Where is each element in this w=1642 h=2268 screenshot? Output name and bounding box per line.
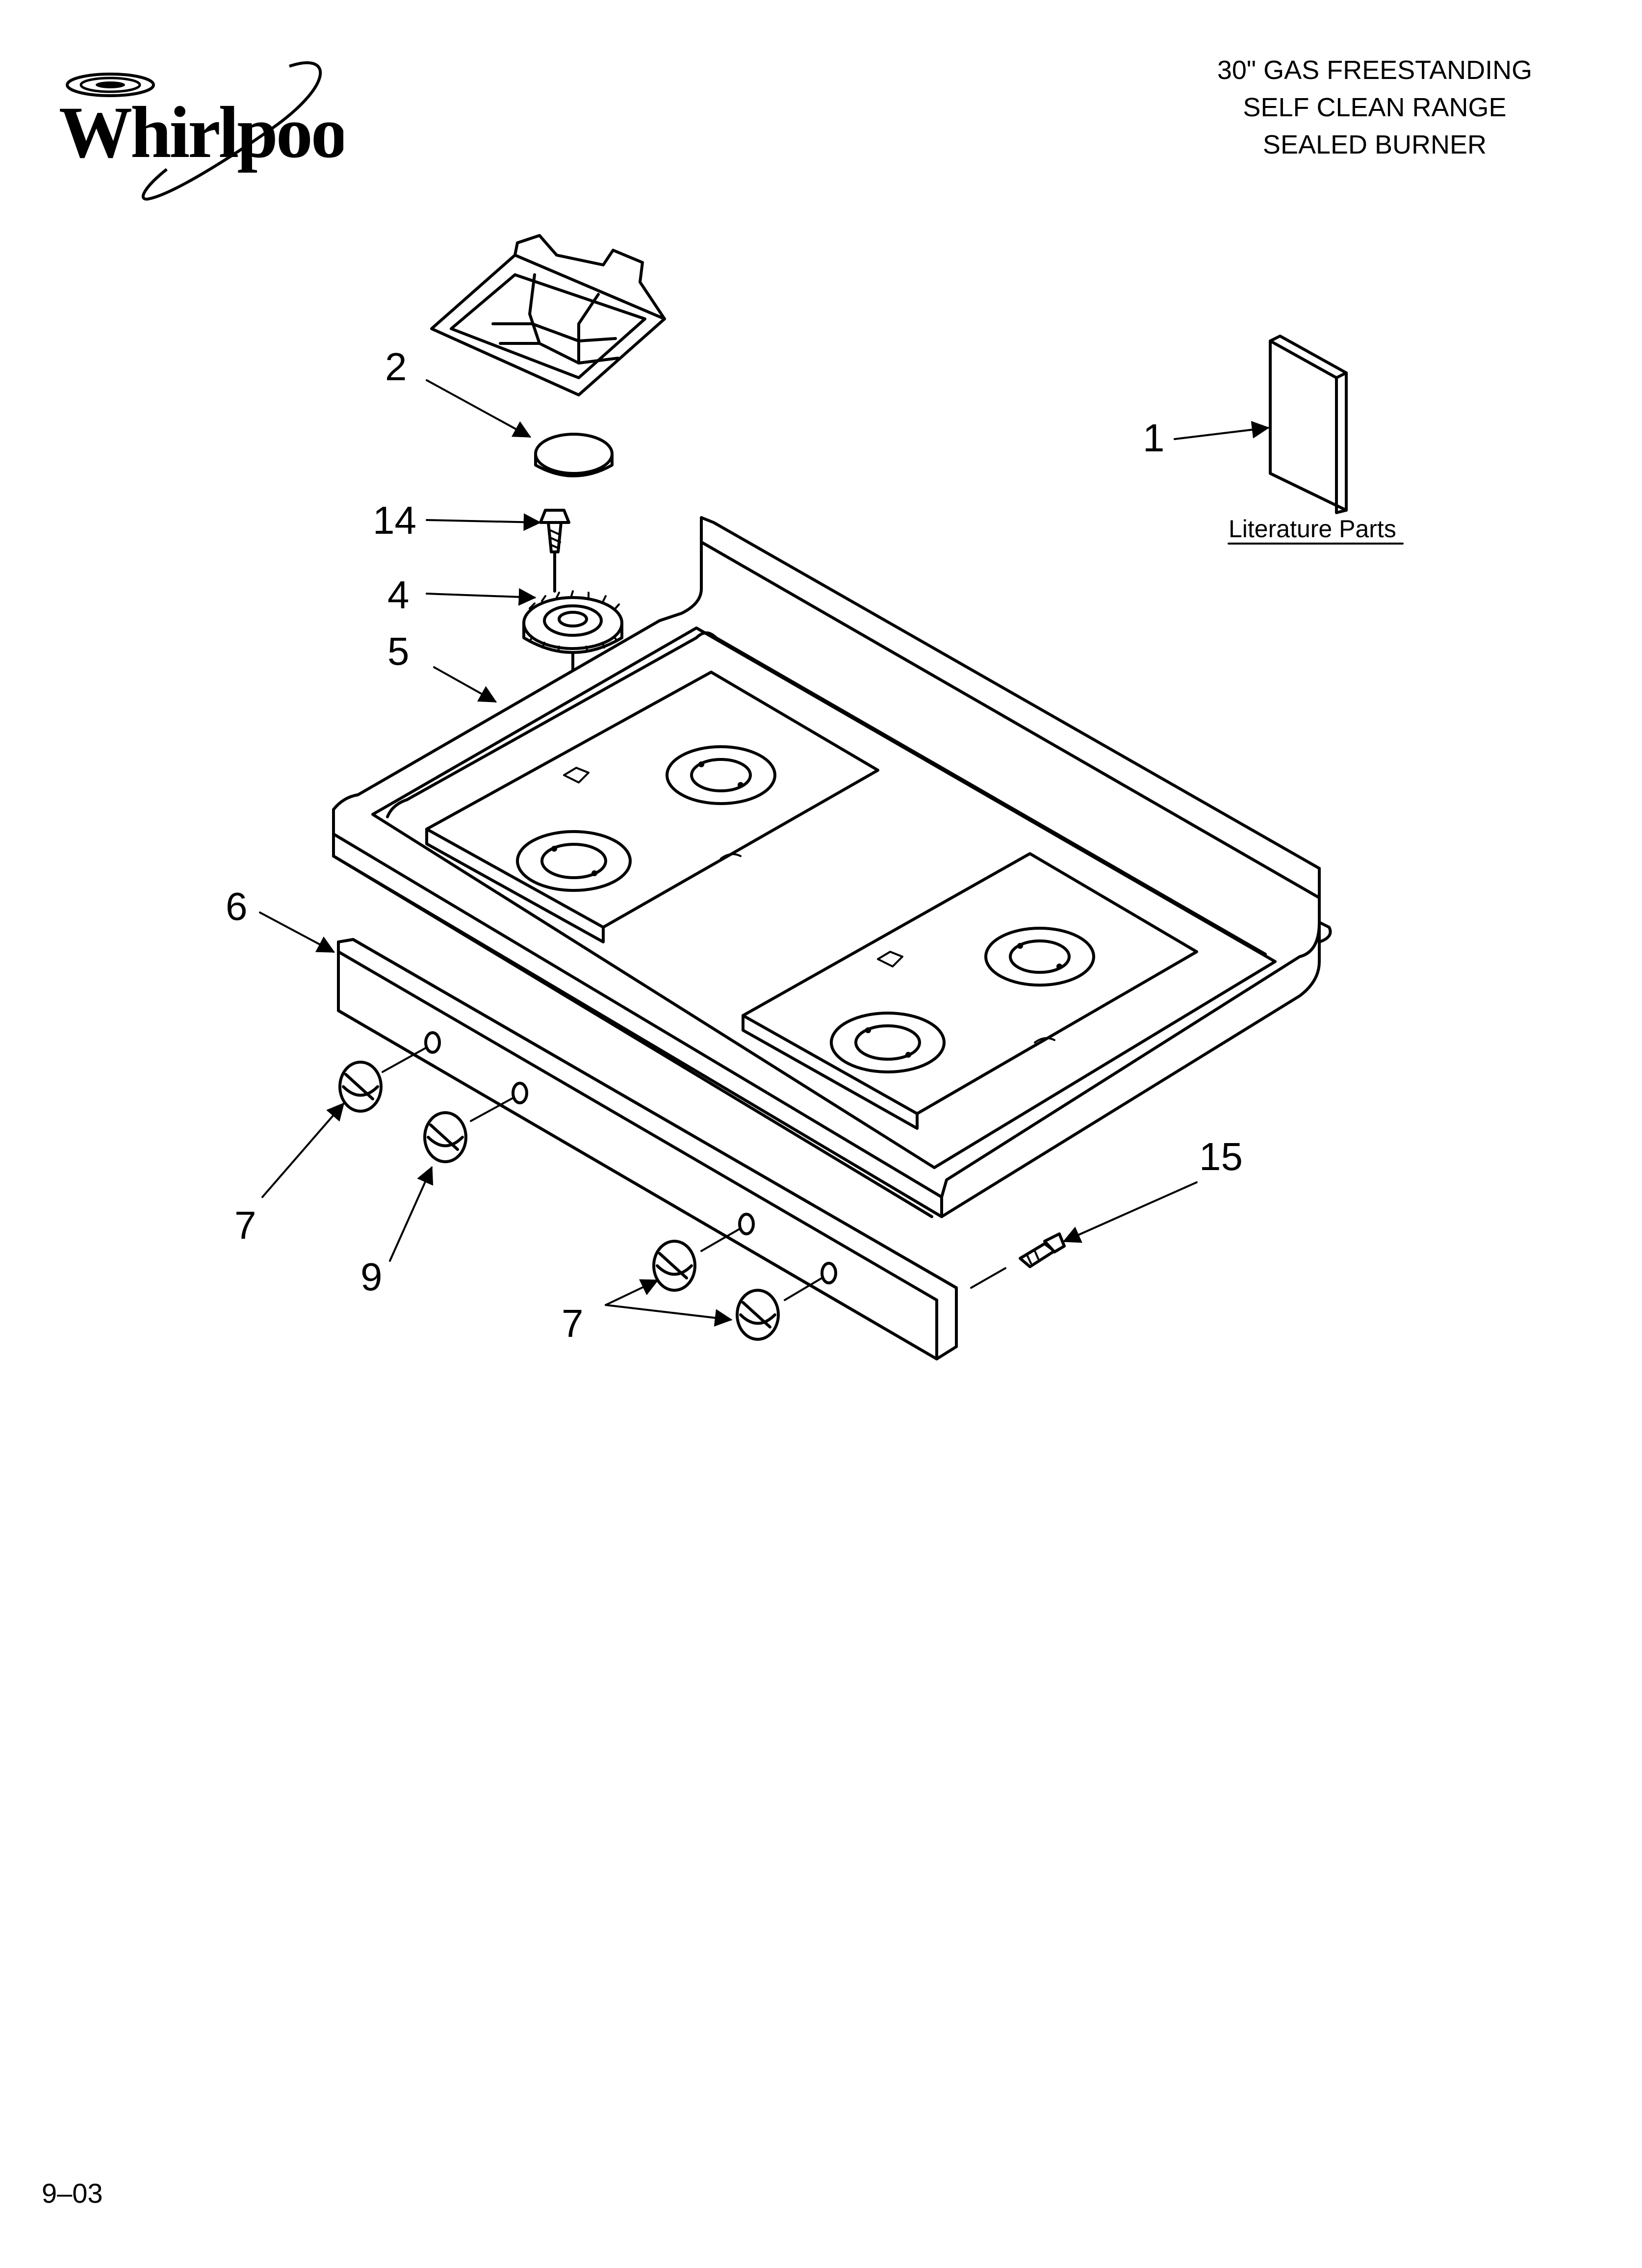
literature-parts-label: Literature Parts [1229, 515, 1396, 543]
callout-2: 2 [385, 345, 407, 389]
callout-9: 9 [360, 1255, 383, 1299]
callout-7-left: 7 [234, 1203, 257, 1247]
knob-2 [423, 1111, 467, 1163]
title-line-2: SELF CLEAN RANGE [1243, 93, 1507, 122]
callout-4: 4 [387, 573, 410, 617]
knob-3 [652, 1240, 696, 1292]
burner-cap [534, 433, 614, 477]
right-front-burner-ring [830, 1012, 946, 1073]
callout-14: 14 [373, 498, 416, 542]
cooktop [332, 516, 1332, 1218]
left-rear-burner-ring [666, 745, 776, 805]
callout-1: 1 [1143, 416, 1165, 460]
panel-screw [1019, 1232, 1066, 1268]
left-front-burner-ring [516, 830, 632, 892]
callout-15: 15 [1199, 1135, 1243, 1178]
date-code: 9–03 [42, 2178, 103, 2209]
title-line-3: SEALED BURNER [1262, 130, 1487, 159]
right-rear-burner-ring [984, 927, 1095, 987]
burner-screw [539, 509, 570, 553]
control-panel [337, 938, 1006, 1360]
callout-5: 5 [387, 629, 410, 673]
knob-1 [338, 1061, 383, 1113]
title-line-1: 30" GAS FREESTANDING [1217, 55, 1533, 85]
callout-7-right: 7 [562, 1302, 584, 1345]
product-title: 30" GAS FREESTANDING SELF CLEAN RANGE SE… [1154, 52, 1595, 163]
callout-numbers: 2 1 14 4 5 6 7 9 7 15 [226, 345, 1243, 1345]
leader-lines [259, 379, 1270, 1327]
literature-parts-booklet: Literature Parts [1228, 335, 1404, 545]
knob-4 [736, 1289, 780, 1341]
swirl-mark [66, 61, 322, 201]
brand-wordmark: Whirlpool [59, 92, 343, 173]
burner-grate [430, 234, 666, 396]
whirlpool-logo: Whirlpool [59, 61, 343, 201]
callout-6: 6 [226, 885, 248, 928]
